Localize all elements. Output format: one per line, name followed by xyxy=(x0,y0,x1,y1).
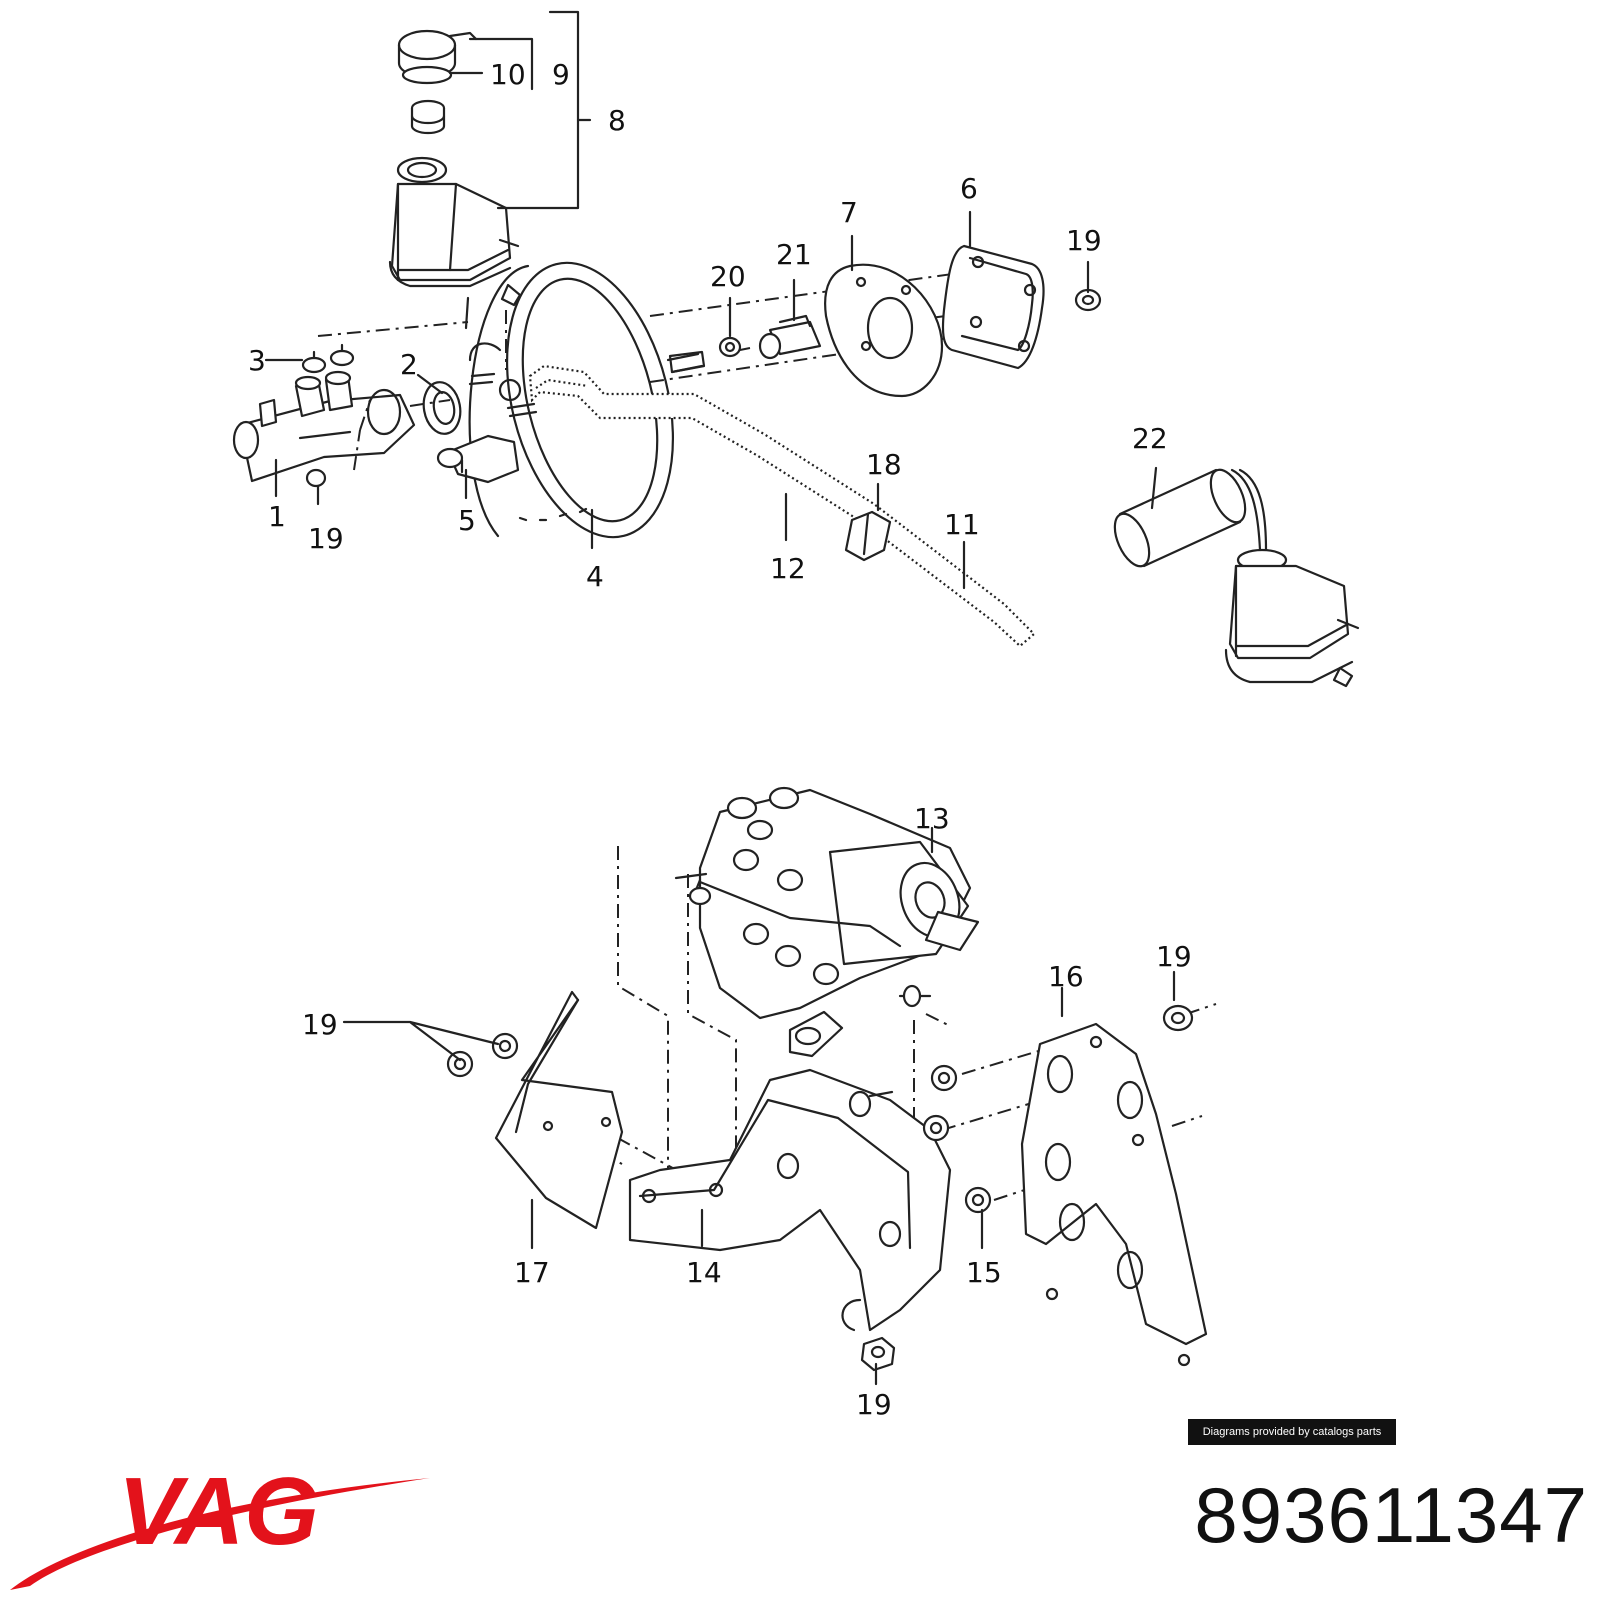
callout-22: 22 xyxy=(1132,422,1168,455)
reservoir-strainer xyxy=(410,99,446,135)
callout-19-flange: 19 xyxy=(1066,224,1102,257)
fluid-reservoir xyxy=(388,182,522,330)
washers xyxy=(922,1064,992,1214)
callout-19-master-cylinder: 19 xyxy=(308,522,344,555)
left-bracket xyxy=(494,990,624,1230)
callout-17: 17 xyxy=(514,1256,550,1289)
callout-19-plate: 19 xyxy=(1156,940,1192,973)
callout-12: 12 xyxy=(770,552,806,585)
diagram-credit-badge: Diagrams provided by catalogs parts xyxy=(1188,1419,1396,1445)
exploded-parts-diagram: 1 2 3 4 5 6 7 8 9 10 11 12 13 14 15 16 1… xyxy=(232,10,1360,1421)
callout-5: 5 xyxy=(458,504,476,537)
nut-20 xyxy=(718,336,742,358)
nut-master-cylinder xyxy=(305,468,327,488)
callout-14: 14 xyxy=(686,1256,722,1289)
nut-bottom xyxy=(841,1298,896,1372)
callout-4: 4 xyxy=(586,560,604,593)
clevis-pin xyxy=(758,314,822,360)
callout-10: 10 xyxy=(490,58,526,91)
svg-text:VAG: VAG xyxy=(118,1458,319,1565)
callout-15: 15 xyxy=(966,1256,1002,1289)
nut-plate xyxy=(1162,1004,1194,1032)
nut-left-upper xyxy=(491,1032,519,1060)
callout-19-bottom: 19 xyxy=(856,1388,892,1421)
abs-hydraulic-unit xyxy=(674,786,980,1058)
booster-front-face xyxy=(468,342,538,418)
callout-6: 6 xyxy=(960,172,978,205)
mounting-plate xyxy=(1020,1022,1208,1367)
callout-1: 1 xyxy=(268,500,286,533)
callout-9: 9 xyxy=(552,58,570,91)
callout-21: 21 xyxy=(776,238,812,271)
callout-bracket-8-9-10 xyxy=(448,10,592,210)
nut-left-lower xyxy=(446,1050,474,1078)
main-bracket xyxy=(628,1068,952,1332)
gasket-plate xyxy=(941,244,1045,370)
callout-19-left: 19 xyxy=(302,1008,338,1041)
fluid-reservoir-refill xyxy=(1224,548,1360,688)
vag-logo: VAG xyxy=(10,1458,430,1590)
pushrod-seal xyxy=(436,434,520,484)
callout-20: 20 xyxy=(710,260,746,293)
callout-18: 18 xyxy=(866,448,902,481)
vacuum-hose xyxy=(528,364,1036,648)
fluid-can xyxy=(1113,468,1268,568)
mounting-flange xyxy=(824,263,944,398)
master-cylinder xyxy=(232,370,416,483)
callout-8: 8 xyxy=(608,104,626,137)
hose-clamp xyxy=(844,510,892,562)
part-number: 893611347 xyxy=(1194,1471,1588,1559)
reservoir-cap xyxy=(397,29,478,85)
callout-3: 3 xyxy=(248,344,266,377)
callout-16: 16 xyxy=(1048,960,1084,993)
gasket-ring xyxy=(422,381,462,435)
reservoir-grommets xyxy=(301,343,355,374)
callout-2: 2 xyxy=(400,348,418,381)
callout-7: 7 xyxy=(840,196,858,229)
reservoir-seal-ring xyxy=(396,156,448,184)
callout-13: 13 xyxy=(914,802,950,835)
callout-11: 11 xyxy=(944,508,980,541)
